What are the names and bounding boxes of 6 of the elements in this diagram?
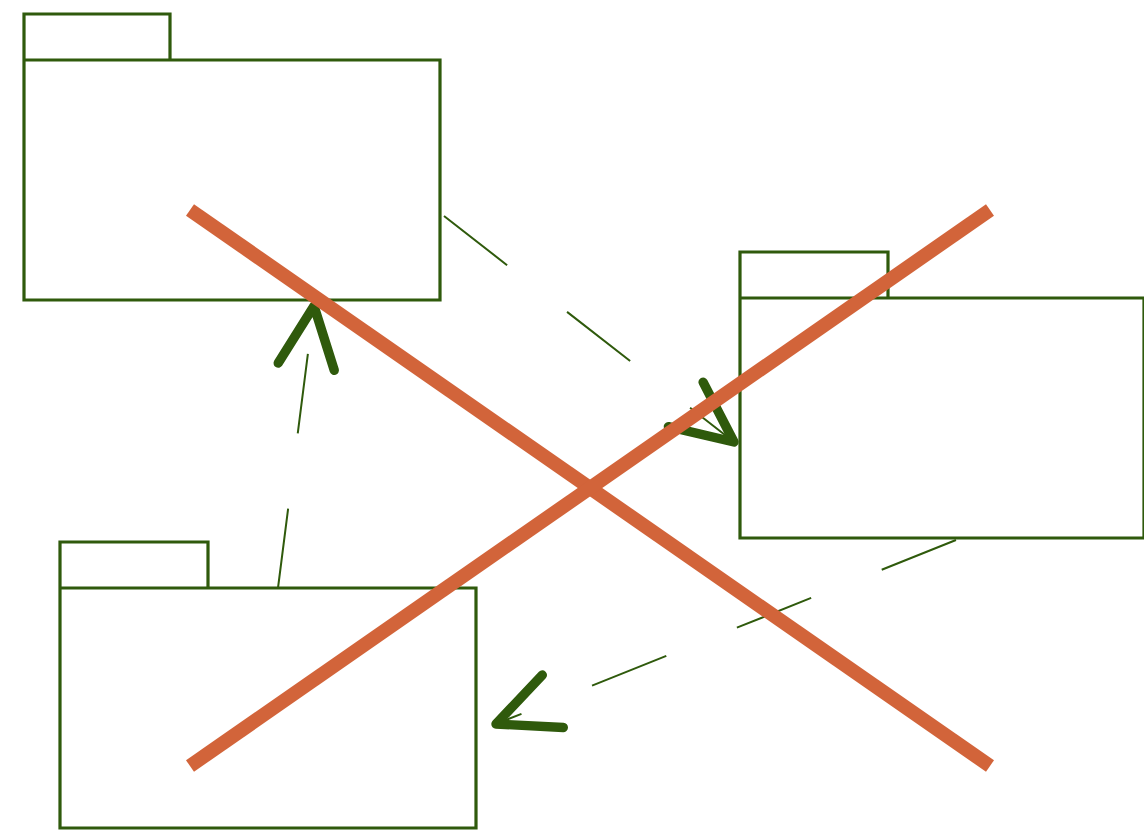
dependency-arrow	[443, 215, 739, 447]
dependency-arrow	[273, 301, 339, 589]
package-folder	[738, 250, 1144, 540]
dependency-arrow	[491, 539, 957, 733]
package-folder	[58, 540, 478, 830]
package-folder	[22, 12, 442, 302]
